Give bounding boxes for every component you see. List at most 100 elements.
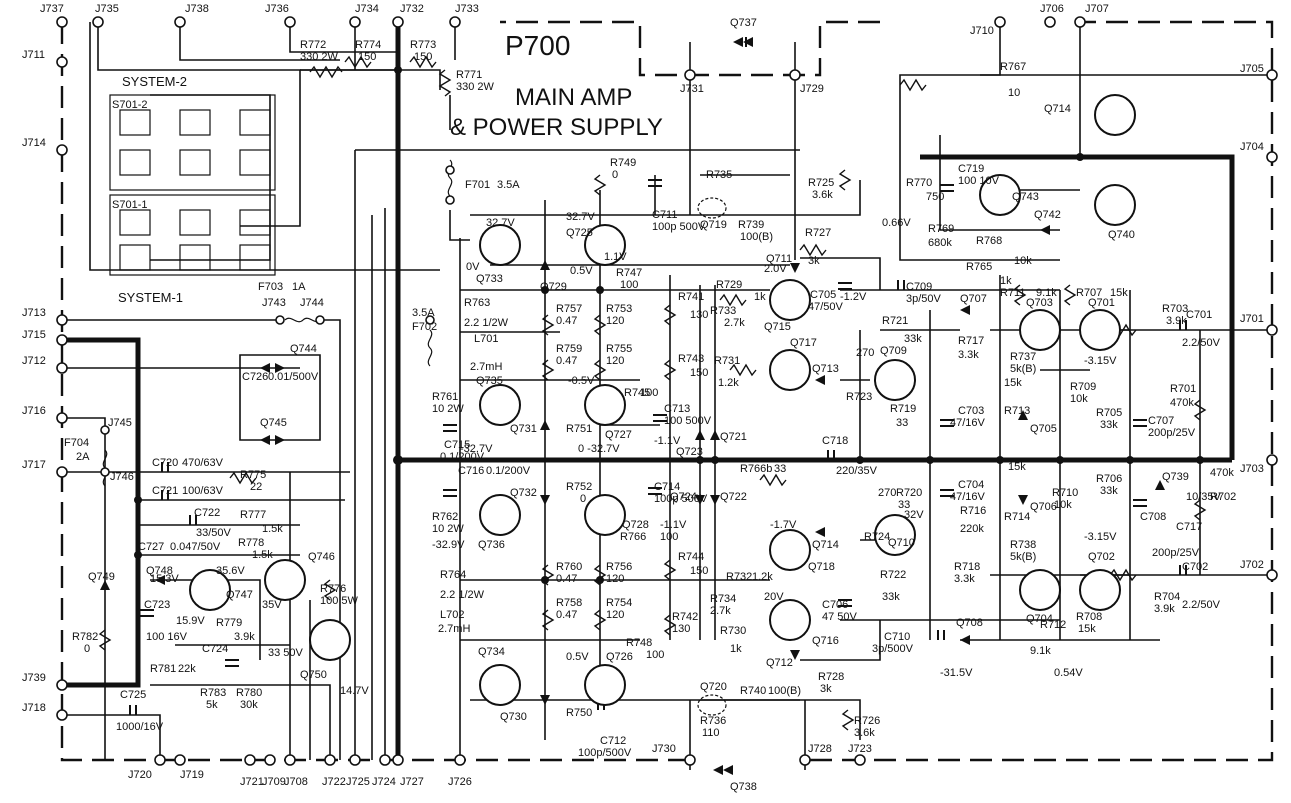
resistor-value: 33 bbox=[898, 499, 910, 511]
diode-label: Q712 bbox=[766, 657, 793, 669]
resistor-value: 1.2k bbox=[752, 571, 773, 583]
resistor-value: 15k bbox=[1004, 377, 1022, 389]
resistor-label: R702 bbox=[1210, 491, 1236, 503]
resistor-value: 100 bbox=[620, 279, 638, 291]
voltage-label: -1.1V bbox=[654, 435, 681, 447]
transistor-label: Q733 bbox=[476, 273, 503, 285]
inductor-label: L702 bbox=[440, 609, 464, 621]
resistor-value: 1k bbox=[754, 291, 766, 303]
terminal-label: J721 bbox=[240, 776, 264, 788]
capacitor-label: C710 bbox=[884, 631, 910, 643]
adjust-markers bbox=[697, 197, 727, 716]
resistor-value: 1.2k bbox=[718, 377, 739, 389]
resistor-value: 680k bbox=[928, 237, 952, 249]
transistor-label: Q704 bbox=[1026, 613, 1053, 625]
board-outline bbox=[60, 20, 1274, 762]
capacitor-value: 0.1/200V bbox=[486, 465, 531, 477]
terminal-label: J714 bbox=[22, 137, 46, 149]
terminal-labels-right: J705 J704 J701 J703 J702 bbox=[1240, 63, 1264, 571]
resistor-label: R759 bbox=[556, 343, 582, 355]
terminal-label: J739 bbox=[22, 672, 46, 684]
system-1-label: SYSTEM-1 bbox=[118, 290, 183, 305]
resistor-label: R711 bbox=[1000, 287, 1025, 299]
transistor-voltage: 32.7V bbox=[486, 217, 515, 229]
resistor-value: 33 bbox=[896, 417, 908, 429]
transistor-q747 bbox=[189, 569, 231, 611]
resistor-label: R722 bbox=[880, 569, 906, 581]
transistors-symbols bbox=[189, 94, 1136, 706]
transistor-label: Q725 bbox=[566, 227, 593, 239]
resistor-value: 33k bbox=[904, 333, 922, 345]
capacitor-value: 47 50V bbox=[822, 611, 858, 623]
resistor-value: 10k bbox=[1054, 499, 1072, 511]
terminal-label: J745 bbox=[108, 417, 132, 429]
resistor-label: R761 bbox=[432, 391, 458, 403]
resistor-label: R756 bbox=[606, 561, 632, 573]
resistor-value: 3.9k bbox=[234, 631, 255, 643]
resistor-label: R750 bbox=[566, 707, 592, 719]
resistor-label: R710 bbox=[1052, 487, 1078, 499]
voltage-label: 35.6V bbox=[216, 565, 245, 577]
terminal-label: J738 bbox=[185, 3, 209, 15]
resistor-label: R726 bbox=[854, 715, 880, 727]
resistor-label: R736 bbox=[700, 715, 726, 727]
resistor-value: 9.1k bbox=[1036, 287, 1057, 299]
transistor-voltage: 2.0V bbox=[764, 263, 787, 275]
resistor-label: R719 bbox=[890, 403, 916, 415]
terminal-label: J732 bbox=[400, 3, 424, 15]
terminal-label: J744 bbox=[300, 297, 324, 309]
capacitor-value: 100p/500V bbox=[578, 747, 632, 759]
terminal-label: J746 bbox=[110, 471, 134, 483]
transistor-label: Q703 bbox=[1026, 297, 1053, 309]
terminal-label: J736 bbox=[265, 3, 289, 15]
terminal-label: J730 bbox=[652, 743, 676, 755]
terminal-label: J716 bbox=[22, 405, 46, 417]
resistor-label: R717 bbox=[958, 335, 984, 347]
transistor-label: Q750 bbox=[300, 669, 327, 681]
resistor-label: R751 bbox=[566, 423, 592, 435]
voltage-label: 1.1V bbox=[604, 251, 627, 263]
terminal-label: J722 bbox=[322, 776, 346, 788]
resistor-label: R731 bbox=[714, 355, 740, 367]
terminal-label: J717 bbox=[22, 459, 46, 471]
resistor-value: 33k bbox=[882, 591, 900, 603]
resistor-value: 100 bbox=[660, 531, 678, 543]
capacitor-label: C726 bbox=[242, 371, 268, 383]
transistor-q740 bbox=[1094, 184, 1136, 226]
resistor-value: 100 bbox=[646, 649, 664, 661]
resistor-label: R782 bbox=[72, 631, 98, 643]
diode-label: Q742 bbox=[1034, 209, 1061, 221]
voltage-label: 0.5V bbox=[570, 265, 593, 277]
transistor-q750 bbox=[309, 619, 351, 661]
diode-label: Q732 bbox=[510, 487, 537, 499]
terminal-label: J734 bbox=[355, 3, 379, 15]
board-title: P700 bbox=[505, 30, 570, 61]
subtitle-line-1: MAIN AMP bbox=[515, 84, 632, 111]
transistor-q727 bbox=[584, 384, 626, 426]
resistor-label: R766b bbox=[740, 463, 772, 475]
capacitor-label: C711 bbox=[652, 209, 677, 221]
capacitor-label: C727 bbox=[138, 541, 164, 553]
resistor-label: R783 bbox=[200, 687, 226, 699]
voltage-label: 0.66V bbox=[882, 217, 911, 229]
transistor-voltage: 32V bbox=[904, 509, 924, 521]
resistor-label: R713 bbox=[1004, 405, 1030, 417]
switch-system-2 bbox=[109, 94, 276, 191]
capacitor-label: C722 bbox=[194, 507, 220, 519]
terminal-label: J711 bbox=[22, 49, 45, 61]
fuse-rating: 2A bbox=[76, 451, 90, 463]
resistor-label: R740 bbox=[740, 685, 766, 697]
capacitor-label: C703 bbox=[958, 405, 984, 417]
switch-system-1 bbox=[109, 194, 276, 276]
terminal-label: J709 bbox=[262, 776, 286, 788]
resistor-label: R725 bbox=[808, 177, 834, 189]
terminal-label: J725 bbox=[346, 776, 370, 788]
voltage-label: 15.3V bbox=[150, 573, 179, 585]
capacitor-label: C718 bbox=[822, 435, 848, 447]
capacitor-label: C716 bbox=[458, 465, 484, 477]
resistor-label: R772 bbox=[300, 39, 326, 51]
switch-wiring bbox=[89, 22, 800, 760]
resistor-label: R707 bbox=[1076, 287, 1102, 299]
terminals bbox=[56, 16, 1278, 766]
resistor-value: 0.47 bbox=[556, 573, 577, 585]
